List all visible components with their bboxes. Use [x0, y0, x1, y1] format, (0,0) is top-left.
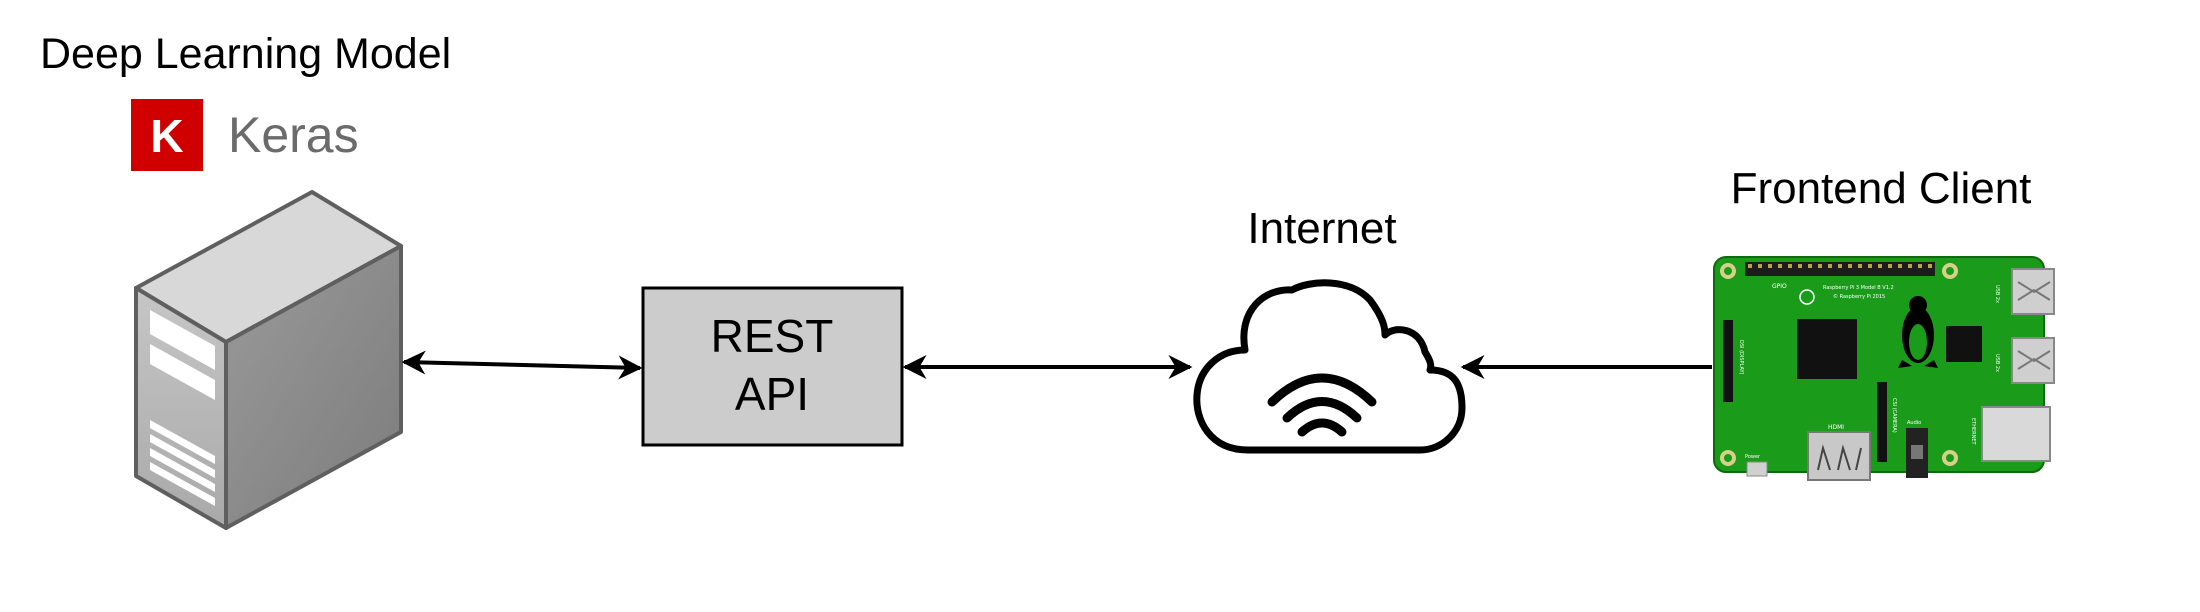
keras-logo: K [131, 99, 203, 171]
raspberry-pi-board: GPIO Raspberry Pi 3 Model B V1.2 © Raspb… [1713, 256, 2055, 481]
pcb-hdmi-label: HDMI [1828, 424, 1844, 431]
ethernet-port [1981, 406, 2051, 462]
power-port [1746, 461, 1768, 477]
pcb-model-label: Raspberry Pi 3 Model B V1.2 [1823, 285, 1894, 291]
keras-label: Keras [228, 107, 359, 163]
pcb-audio-label: Audio [1907, 420, 1921, 426]
keras-logo-letter: K [150, 110, 183, 162]
server-icon [134, 190, 403, 530]
pcb-copyright-label: © Raspberry Pi 2015 [1833, 293, 1885, 300]
pcb-usb-bottom-label: USB 2x [1994, 354, 2000, 372]
pcb-csi-label: CSI (CAMERA) [1891, 398, 1897, 433]
lan-chip [1946, 326, 1982, 362]
pcb-gpio-label: GPIO [1772, 283, 1787, 290]
pcb-ethernet-label: ETHERNET [1970, 418, 1976, 446]
soc-chip [1797, 319, 1857, 379]
pcb-power-label: Power [1745, 454, 1761, 460]
tux-icon [1898, 296, 1938, 368]
rest-api-label-line2: API [735, 368, 809, 420]
frontend-label: Frontend Client [1731, 164, 2032, 213]
rest-api-box: REST API [641, 286, 904, 447]
diagram-title: Deep Learning Model [40, 30, 451, 78]
hdmi-port [1807, 431, 1871, 481]
internet-label: Internet [1247, 204, 1396, 253]
rest-api-label-line1: REST [711, 310, 834, 362]
server-api-arrow [401, 350, 643, 380]
raspberry-logo-icon [1799, 289, 1815, 305]
keras-logo-badge [131, 99, 203, 171]
pcb-dsi-label: DSI (DISPLAY) [1738, 340, 1744, 375]
pcb-usb-top-label: USB 2x [1994, 285, 2000, 303]
cloud-wifi-icon [1193, 279, 1466, 454]
